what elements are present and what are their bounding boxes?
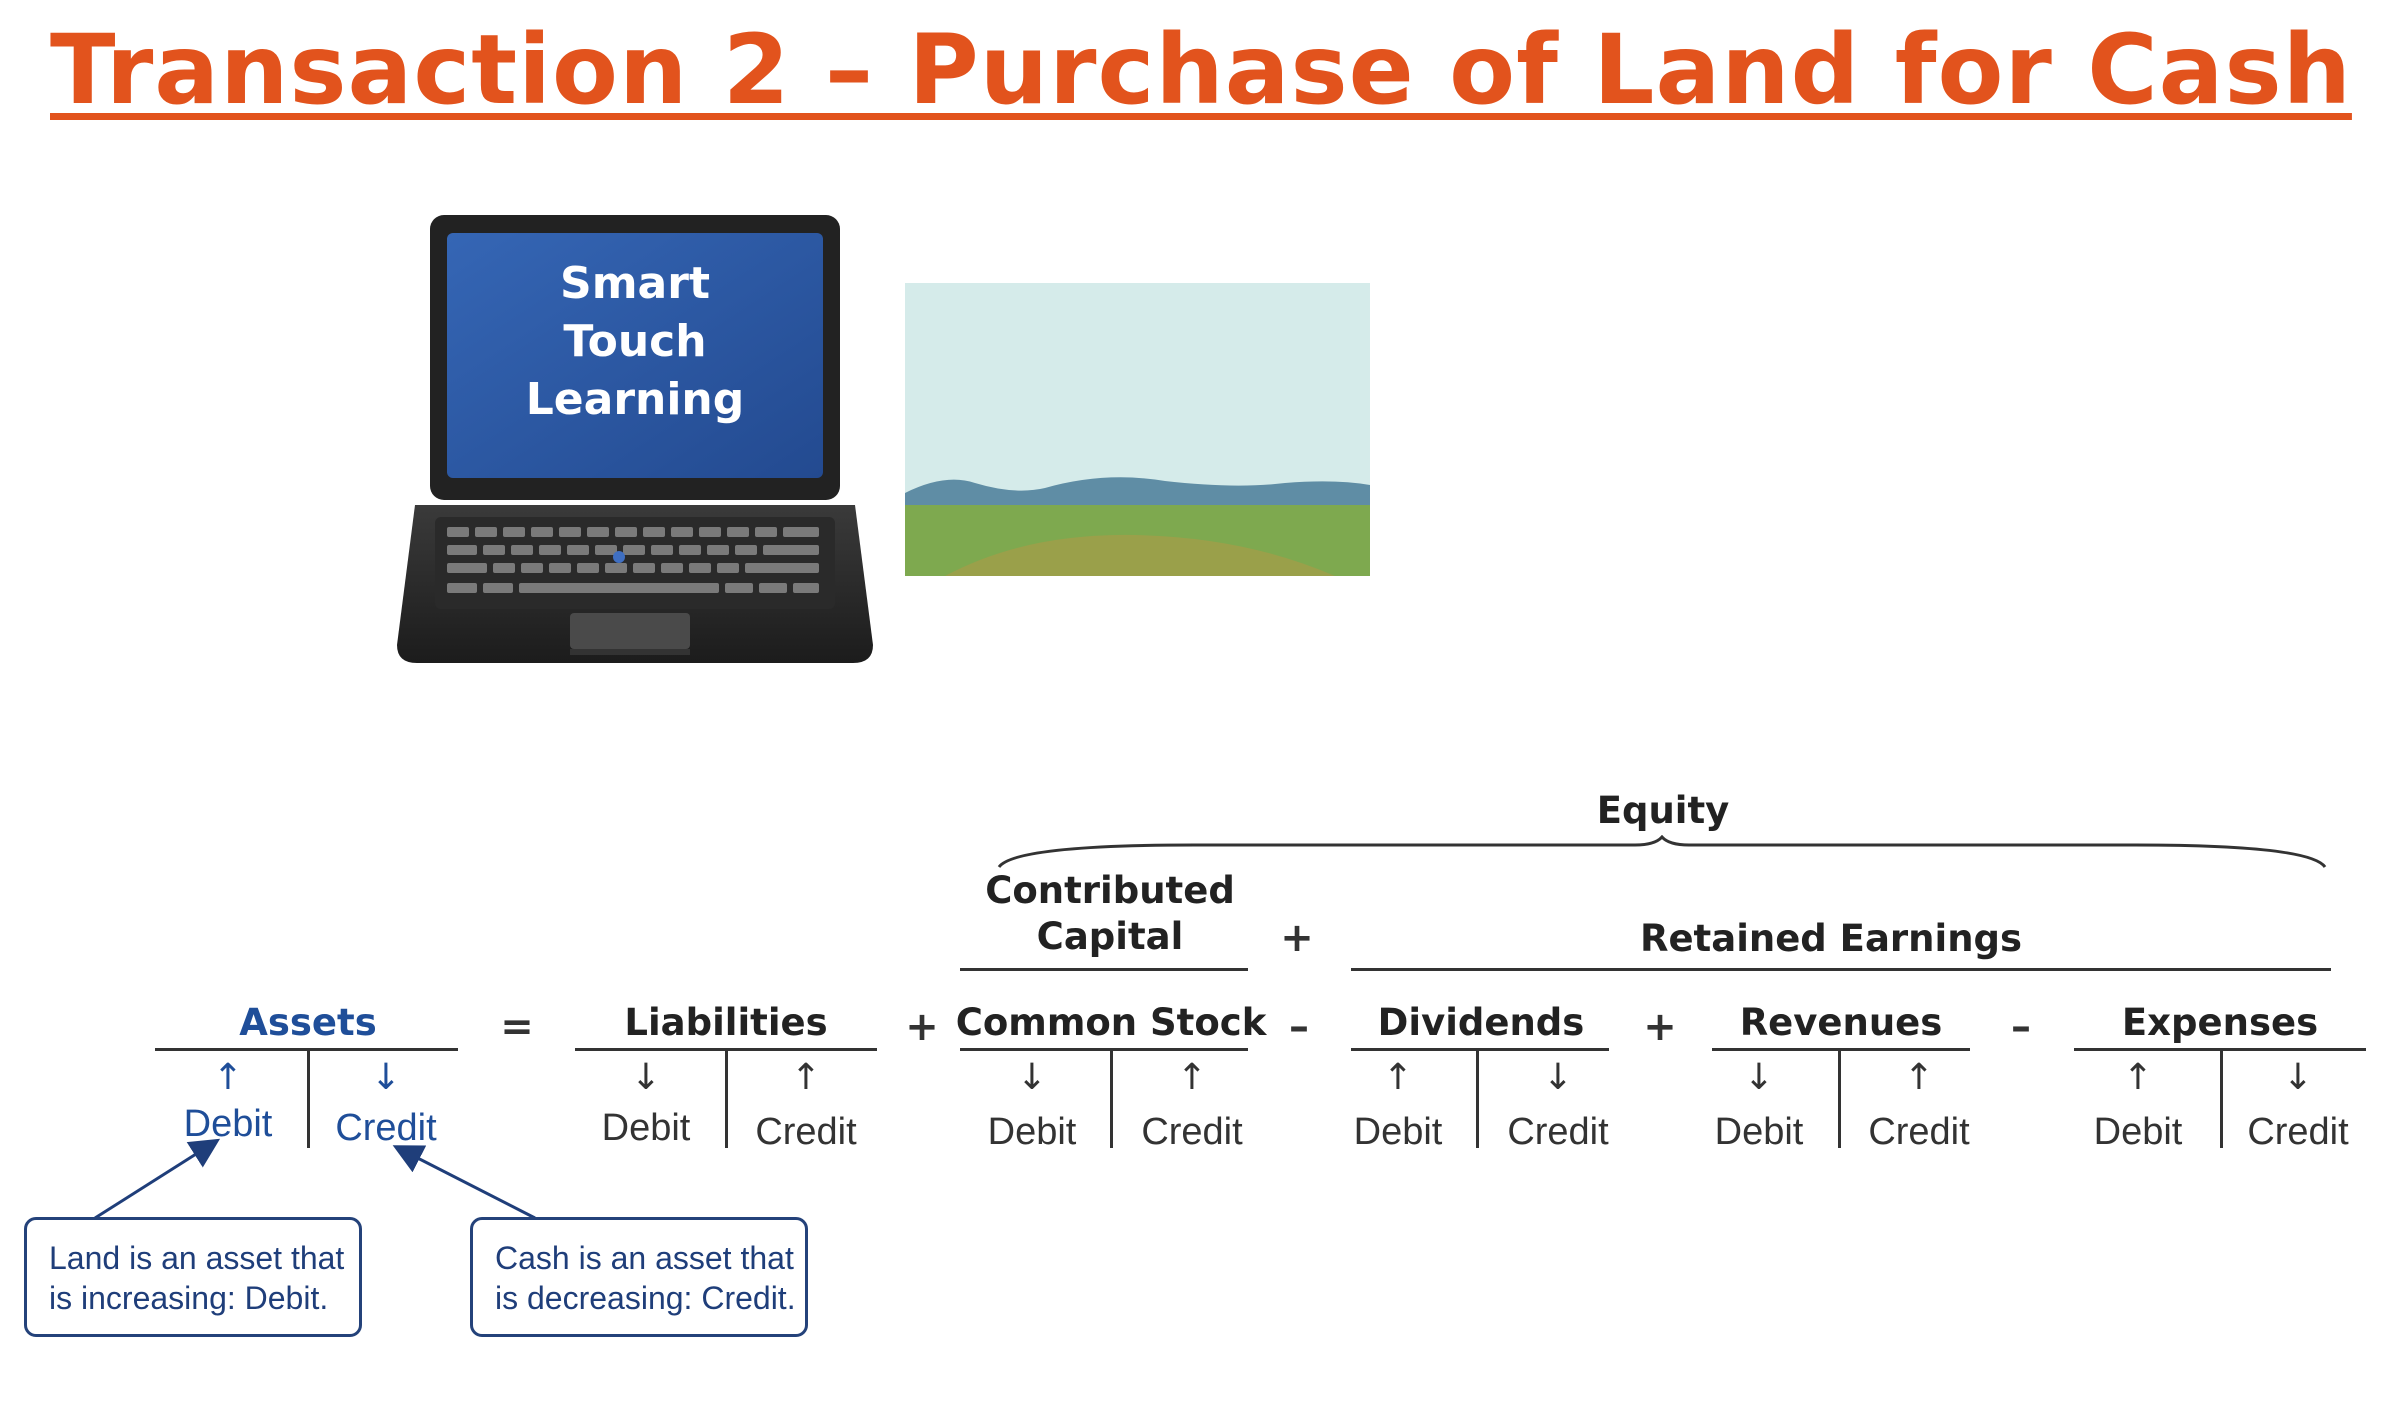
callout-text: is decreasing: Credit. (495, 1280, 796, 1316)
revenues-credit-label: Credit (1868, 1111, 1970, 1153)
dividends-label: Dividends (1377, 1001, 1585, 1044)
laptop-illustration: Smart Touch Learning (385, 205, 885, 675)
liabilities-credit-label: Credit (755, 1111, 857, 1153)
dividends-debit-up-arrow: ↑ (1382, 1057, 1414, 1098)
assets-credit-down-arrow: ↓ (370, 1057, 402, 1098)
land-debit-callout: Land is an asset that is increasing: Deb… (24, 1217, 362, 1337)
assets-t-account-top (155, 1048, 458, 1051)
expenses-label: Expenses (2121, 1001, 2319, 1044)
liabilities-credit-up-arrow: ↑ (790, 1057, 822, 1098)
op-equals: = (500, 1004, 534, 1050)
revenues-credit-up-arrow: ↑ (1903, 1057, 1935, 1098)
expenses-credit-label: Credit (2247, 1111, 2349, 1153)
expenses-credit-down-arrow: ↓ (2282, 1057, 2314, 1098)
common-stock-credit-label: Credit (1141, 1111, 1243, 1153)
assets-label: Assets (239, 1001, 377, 1044)
expenses-debit-up-arrow: ↑ (2122, 1057, 2154, 1098)
common-stock-debit-label: Debit (987, 1111, 1077, 1153)
liabilities-t-account-divider (725, 1048, 728, 1148)
laptop-screen-text: Smart Touch Learning (447, 255, 823, 429)
revenues-t-account-top (1712, 1048, 1970, 1051)
revenues-debit-down-arrow: ↓ (1743, 1057, 1775, 1098)
contributed-line: Contributed (985, 869, 1235, 912)
callout-text: Land is an asset that (49, 1240, 345, 1276)
laptop-text-line: Smart (560, 258, 710, 309)
contributed-capital-label: Contributed Capital (985, 868, 1235, 960)
laptop-text-line: Learning (525, 374, 745, 425)
revenues-label: Revenues (1739, 1001, 1943, 1044)
dividends-t-account-top (1351, 1048, 1609, 1051)
expenses-t-account-divider (2220, 1048, 2223, 1148)
callout-text: Cash is an asset that (495, 1240, 794, 1276)
common-stock-debit-down-arrow: ↓ (1016, 1057, 1048, 1098)
op-minus: – (1289, 1004, 1309, 1050)
dividends-debit-label: Debit (1353, 1111, 1443, 1153)
assets-credit-label: Credit (335, 1107, 437, 1149)
cash-credit-callout: Cash is an asset that is decreasing: Cre… (470, 1217, 808, 1337)
op-plus: + (1280, 915, 1314, 961)
expenses-debit-label: Debit (2093, 1111, 2183, 1153)
common-stock-t-account-top (960, 1048, 1248, 1051)
assets-t-account-divider (307, 1048, 310, 1148)
laptop-icon (397, 215, 873, 663)
op-plus: + (905, 1004, 939, 1050)
contributed-underline (960, 968, 1248, 971)
land-image (905, 283, 1370, 576)
slide-title: Transaction 2 – Purchase of Land for Cas… (50, 14, 2352, 126)
retained-earnings-label: Retained Earnings (1639, 917, 2023, 960)
liabilities-label: Liabilities (624, 1001, 828, 1044)
common-stock-label: Common Stock (955, 1001, 1267, 1044)
revenues-t-account-divider (1838, 1048, 1841, 1148)
callout-text: is increasing: Debit. (49, 1280, 329, 1316)
common-stock-credit-up-arrow: ↑ (1176, 1057, 1208, 1098)
contributed-line: Capital (1036, 915, 1184, 958)
liabilities-debit-label: Debit (601, 1107, 691, 1149)
laptop-text-line: Touch (563, 316, 707, 367)
landscape-icon (905, 283, 1370, 576)
assets-debit-label: Debit (183, 1103, 273, 1145)
revenues-debit-label: Debit (1714, 1111, 1804, 1153)
dividends-credit-label: Credit (1507, 1111, 1609, 1153)
retained-earnings-underline (1351, 968, 2331, 971)
dividends-t-account-divider (1476, 1048, 1479, 1148)
op-minus: – (2011, 1004, 2031, 1050)
equity-brace (997, 835, 2327, 869)
equity-label: Equity (1596, 789, 1730, 832)
assets-debit-up-arrow: ↑ (212, 1057, 244, 1098)
dividends-credit-down-arrow: ↓ (1542, 1057, 1574, 1098)
liabilities-debit-down-arrow: ↓ (630, 1057, 662, 1098)
op-plus: + (1643, 1004, 1677, 1050)
common-stock-t-account-divider (1110, 1048, 1113, 1148)
